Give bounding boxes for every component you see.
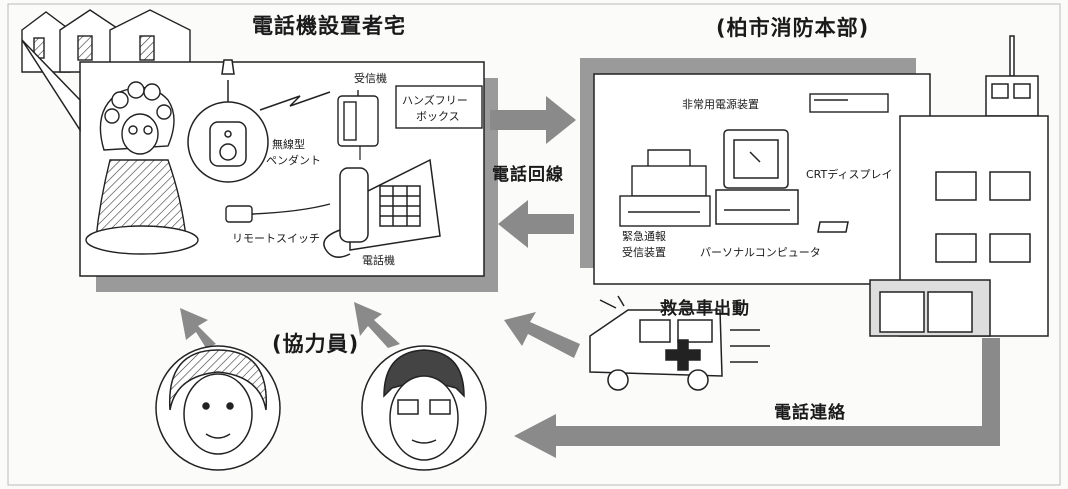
panel-shadow <box>96 284 498 292</box>
phone-line-label: 電話回線 <box>492 165 564 185</box>
crt-display-label: CRTディスプレイ <box>806 168 893 181</box>
phone-line-arrows <box>490 96 576 248</box>
remote-switch-illustration <box>225 203 331 223</box>
telephone-illustration <box>323 158 441 258</box>
fire-station-building <box>869 35 1049 337</box>
cooperator-arrows <box>180 302 580 358</box>
phone-contact-label: 電話連絡 <box>774 403 846 423</box>
cooperator-female <box>155 345 281 471</box>
radio-signal <box>259 91 331 111</box>
emergency-receiver-label-line1: 緊急通報 <box>622 230 666 243</box>
computer-label: パーソナルコンピュータ <box>700 246 821 259</box>
emergency-receiver-label-line2: 受信装置 <box>622 246 666 259</box>
ambulance-illustration <box>589 295 770 391</box>
phone-contact-arrow <box>514 338 1000 458</box>
emergency-receiver-illustration <box>619 149 711 227</box>
telephone-label: 電話機 <box>362 254 395 267</box>
pendant-illustration <box>187 59 269 183</box>
ambulance-dispatch-label: 救急車出動 <box>660 299 750 319</box>
handsfree-box <box>395 85 483 129</box>
power-supply-illustration <box>809 93 889 113</box>
elderly-woman-illustration <box>85 81 199 255</box>
power-supply-label: 非常用電源装置 <box>682 98 759 111</box>
handsfree-label-line1: ハンズフリー <box>402 94 468 107</box>
remote-switch-label: リモートスイッチ <box>232 232 320 245</box>
outer-frame <box>7 3 1061 486</box>
receiver-label: 受信機 <box>354 72 387 85</box>
cooperators-label: (協力員) <box>272 332 360 356</box>
receiver-illustration <box>337 90 379 147</box>
pendant-label-line1: 無線型 <box>272 138 305 151</box>
handsfree-label-line2: ボックス <box>416 110 460 123</box>
residence-title: 電話機設置者宅 <box>252 14 406 38</box>
pendant-label-line2: ペンダント <box>266 154 321 167</box>
computer-illustration <box>715 129 849 233</box>
cooperator-male <box>361 345 487 471</box>
fire-department-title: (柏市消防本部) <box>716 16 870 40</box>
